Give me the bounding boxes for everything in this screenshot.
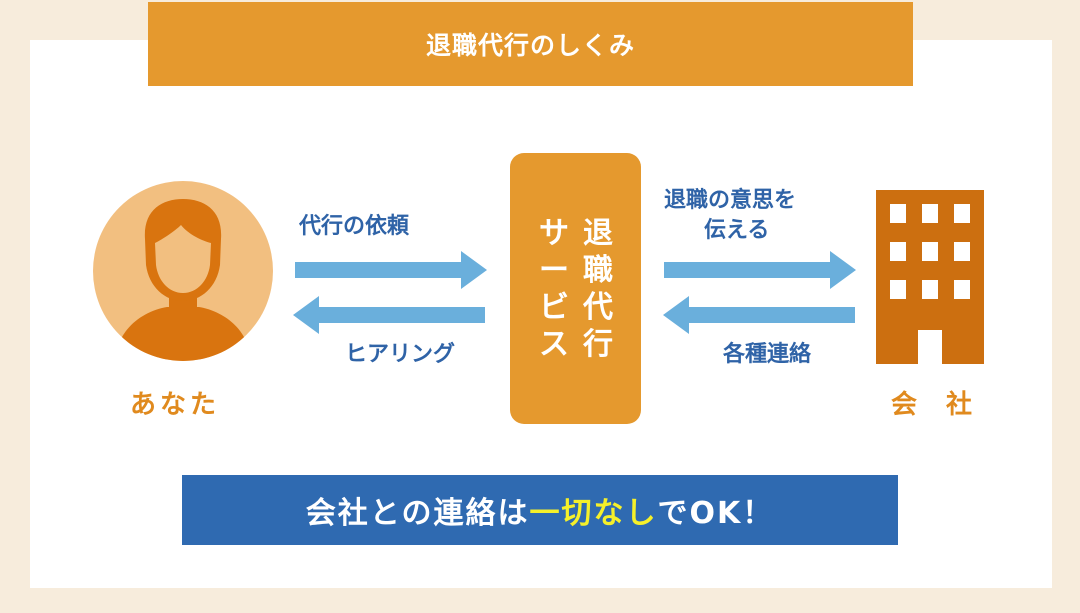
service-glyph: 代 — [583, 290, 613, 325]
service-text-2: サービス — [537, 215, 571, 363]
service-glyph: ー — [539, 253, 569, 288]
service-text-1: 退職代行 — [581, 215, 615, 363]
company-label: 会 社 — [891, 390, 983, 420]
you-label: あなた — [130, 390, 221, 420]
service-glyph: ス — [539, 327, 569, 362]
service-glyph: サ — [539, 216, 569, 251]
request-arrow — [295, 251, 487, 289]
bottom-banner: 会社との連絡は一切なしでOK！ — [182, 475, 898, 545]
building-icon — [876, 190, 984, 364]
diagram-title: 退職代行のしくみ — [425, 31, 635, 60]
intent-label-2: 伝える — [704, 218, 770, 243]
intent-arrow — [664, 251, 856, 289]
person-icon — [93, 181, 273, 361]
contact-arrow — [663, 296, 855, 334]
intent-label-1: 退職の意思を — [664, 188, 797, 213]
request-label: 代行の依頼 — [299, 214, 410, 239]
banner-text-1: 会社との連絡は — [305, 496, 530, 531]
service-glyph: 行 — [583, 327, 613, 362]
service-col-2: サービス — [537, 215, 571, 363]
banner-highlight: 一切なし — [529, 496, 658, 531]
service-glyph: ビ — [539, 290, 569, 325]
hearing-arrow — [293, 296, 485, 334]
service-col-1: 退職代行 — [581, 215, 615, 363]
banner-text-2: でOK！ — [657, 496, 775, 531]
service-glyph: 退 — [583, 216, 613, 251]
service-box: 退職代行 サービス — [510, 153, 641, 424]
contact-label: 各種連絡 — [723, 342, 812, 367]
service-glyph: 職 — [583, 253, 613, 288]
hearing-label: ヒアリング — [345, 342, 456, 367]
title-banner: 退職代行のしくみ — [148, 2, 913, 86]
